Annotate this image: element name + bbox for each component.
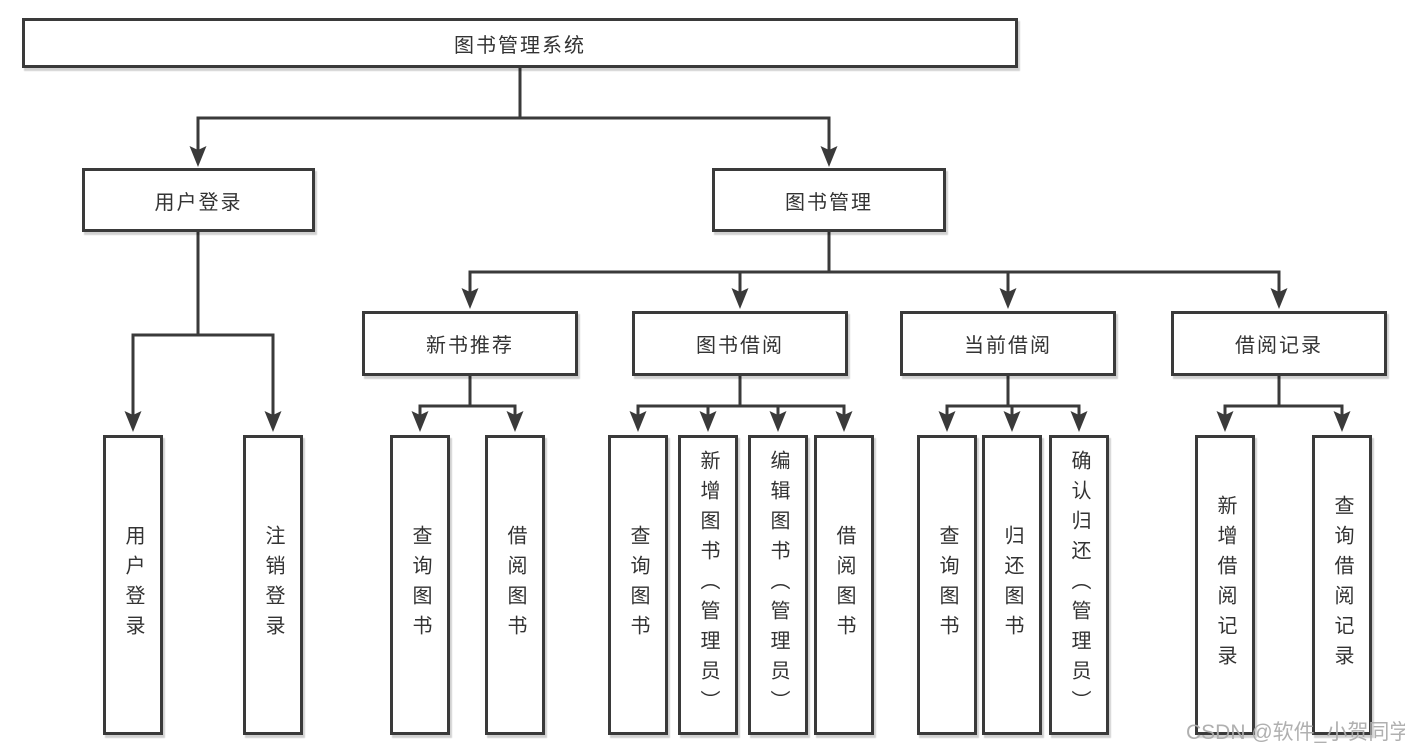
- leaf-add-borrow-record: 新增借阅记录: [1195, 435, 1255, 735]
- node-book-borrowing: 图书借阅: [632, 311, 848, 376]
- leaf-query-books-current: 查询图书: [917, 435, 977, 735]
- csdn-watermark: CSDN @软件_小贺同学: [1186, 721, 1405, 744]
- leaf-edit-book-admin: 编辑图书（管理员）: [748, 435, 808, 735]
- leaf-borrow-books-recommend: 借阅图书: [485, 435, 545, 735]
- leaf-logout-login: 注销登录: [243, 435, 303, 735]
- node-new-book-recommendation: 新书推荐: [362, 311, 578, 376]
- leaf-user-login: 用户登录: [103, 435, 163, 735]
- node-borrowing-records: 借阅记录: [1171, 311, 1387, 376]
- leaf-borrow-books-borrow: 借阅图书: [814, 435, 874, 735]
- leaf-return-books: 归还图书: [982, 435, 1042, 735]
- node-library-management-system: 图书管理系统: [22, 18, 1018, 68]
- node-user-login: 用户登录: [82, 168, 315, 232]
- node-current-borrowing: 当前借阅: [900, 311, 1116, 376]
- node-book-management: 图书管理: [712, 168, 946, 232]
- leaf-add-book-admin: 新增图书（管理员）: [678, 435, 738, 735]
- leaf-query-books-borrow: 查询图书: [608, 435, 668, 735]
- arrowheads: [124, 146, 1351, 432]
- leaf-query-borrow-record: 查询借阅记录: [1312, 435, 1372, 735]
- leaf-confirm-return-admin: 确认归还（管理员）: [1049, 435, 1109, 735]
- leaf-query-books-recommend: 查询图书: [390, 435, 450, 735]
